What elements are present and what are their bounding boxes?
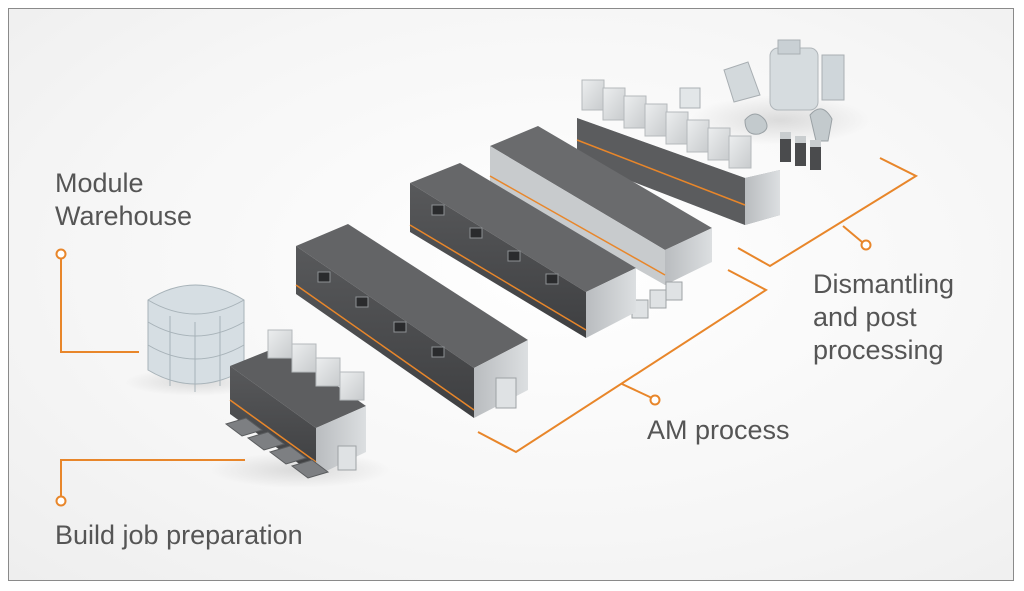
callout-dismantle [737, 157, 919, 268]
am-process-label: AM process [647, 415, 790, 445]
build-job-preparation-label: Build job preparation [55, 520, 303, 550]
callout-am [477, 269, 768, 454]
am-machine-line-icon [295, 224, 528, 418]
callout-build [60, 459, 245, 497]
am-machine-line-icon [489, 126, 712, 319]
callout-warehouse [60, 258, 139, 353]
callout-lines [60, 157, 919, 497]
module-warehouse-label: Module Warehouse [55, 168, 193, 231]
am-machine-line-icon [409, 163, 636, 338]
dismantling-line-icon [576, 79, 780, 225]
build-prep-station-icon [210, 329, 390, 488]
post-processing-cell-icon [679, 39, 870, 170]
dismantling-label: Dismantling and post processing [813, 269, 955, 365]
callout-dots [55, 239, 872, 507]
